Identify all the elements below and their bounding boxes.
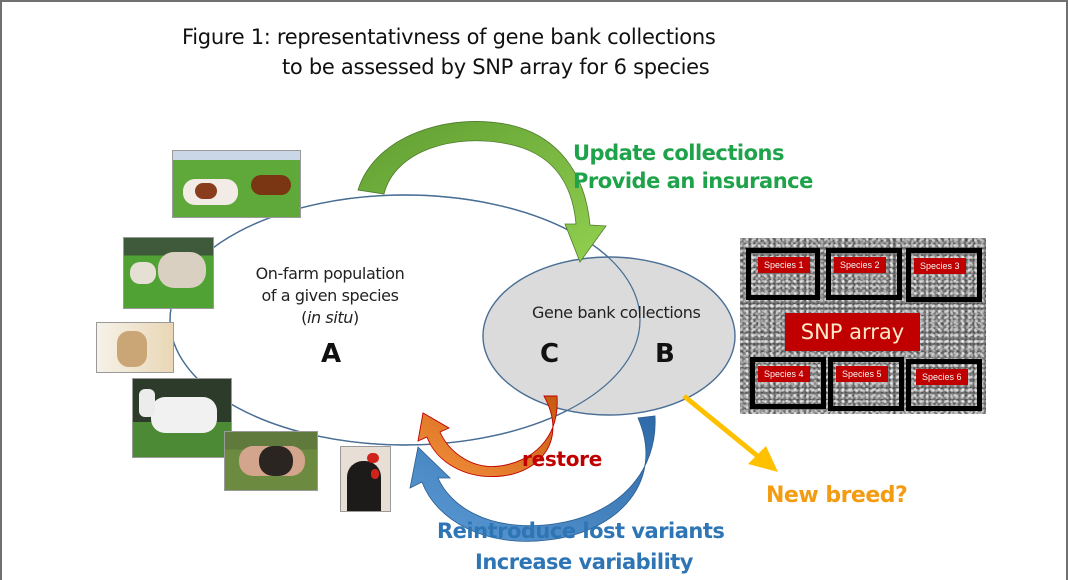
figure-title: Figure 1: representativness of gene bank… xyxy=(182,22,716,82)
restore-label: restore xyxy=(522,447,602,471)
letter-c: C xyxy=(540,339,560,369)
reintroduce-label: Reintroduce lost variants Increase varia… xyxy=(437,516,725,578)
photo-pig xyxy=(224,431,318,491)
photo-goat xyxy=(96,322,174,373)
letter-b: B xyxy=(655,339,675,369)
species-3-box: Species 3 xyxy=(906,248,982,302)
reintroduce-text: Reintroduce lost variants xyxy=(437,519,725,543)
restore-arrow xyxy=(417,395,558,478)
species-3-label: Species 3 xyxy=(914,258,966,274)
photo-sheep xyxy=(123,237,214,309)
species-2-box: Species 2 xyxy=(826,248,902,300)
letter-a: A xyxy=(321,339,342,369)
update-label: Update collections Provide an insurance xyxy=(573,139,813,195)
provide-insurance-text: Provide an insurance xyxy=(573,169,813,193)
photo-cattle xyxy=(172,150,301,218)
update-collections-text: Update collections xyxy=(573,141,784,165)
reintroduce-arrow xyxy=(409,415,656,542)
species-5-label: Species 5 xyxy=(836,366,888,382)
gene-bank-label: Gene bank collections xyxy=(532,303,701,322)
oval-a-line-2: of a given species xyxy=(261,286,399,305)
species-2-label: Species 2 xyxy=(834,257,886,273)
species-4-box: Species 4 xyxy=(750,357,826,409)
oval-a-line-3: (in situ) xyxy=(245,307,415,329)
new-breed-arrow-shaft xyxy=(682,394,762,460)
species-6-label: Species 6 xyxy=(916,369,968,385)
title-line-1: Figure 1: representativness of gene bank… xyxy=(182,25,716,49)
oval-intersection-outline xyxy=(169,194,641,446)
in-situ-text: in situ xyxy=(306,308,354,327)
update-arrow xyxy=(357,121,607,263)
oval-gene-bank xyxy=(482,256,736,416)
species-1-label: Species 1 xyxy=(758,257,810,273)
species-4-label: Species 4 xyxy=(758,366,810,382)
species-5-box: Species 5 xyxy=(828,357,904,411)
increase-variability-text: Increase variability xyxy=(475,550,693,574)
new-breed-label: New breed? xyxy=(766,483,908,508)
oval-a-line-1: On-farm population xyxy=(255,264,405,283)
new-breed-arrow-head xyxy=(748,446,778,472)
snp-array-label: SNP array xyxy=(785,313,920,351)
species-6-box: Species 6 xyxy=(906,359,982,411)
snp-array-image: Species 1 Species 2 Species 3 SNP array … xyxy=(740,238,986,414)
oval-a-label: On-farm population of a given species (i… xyxy=(245,263,415,329)
paren-close: ) xyxy=(353,308,359,327)
paren-open: ( xyxy=(301,308,307,327)
photo-horse xyxy=(132,378,232,458)
species-1-box: Species 1 xyxy=(746,248,820,300)
title-line-2: to be assessed by SNP array for 6 specie… xyxy=(282,55,710,79)
photo-chicken xyxy=(340,446,391,512)
